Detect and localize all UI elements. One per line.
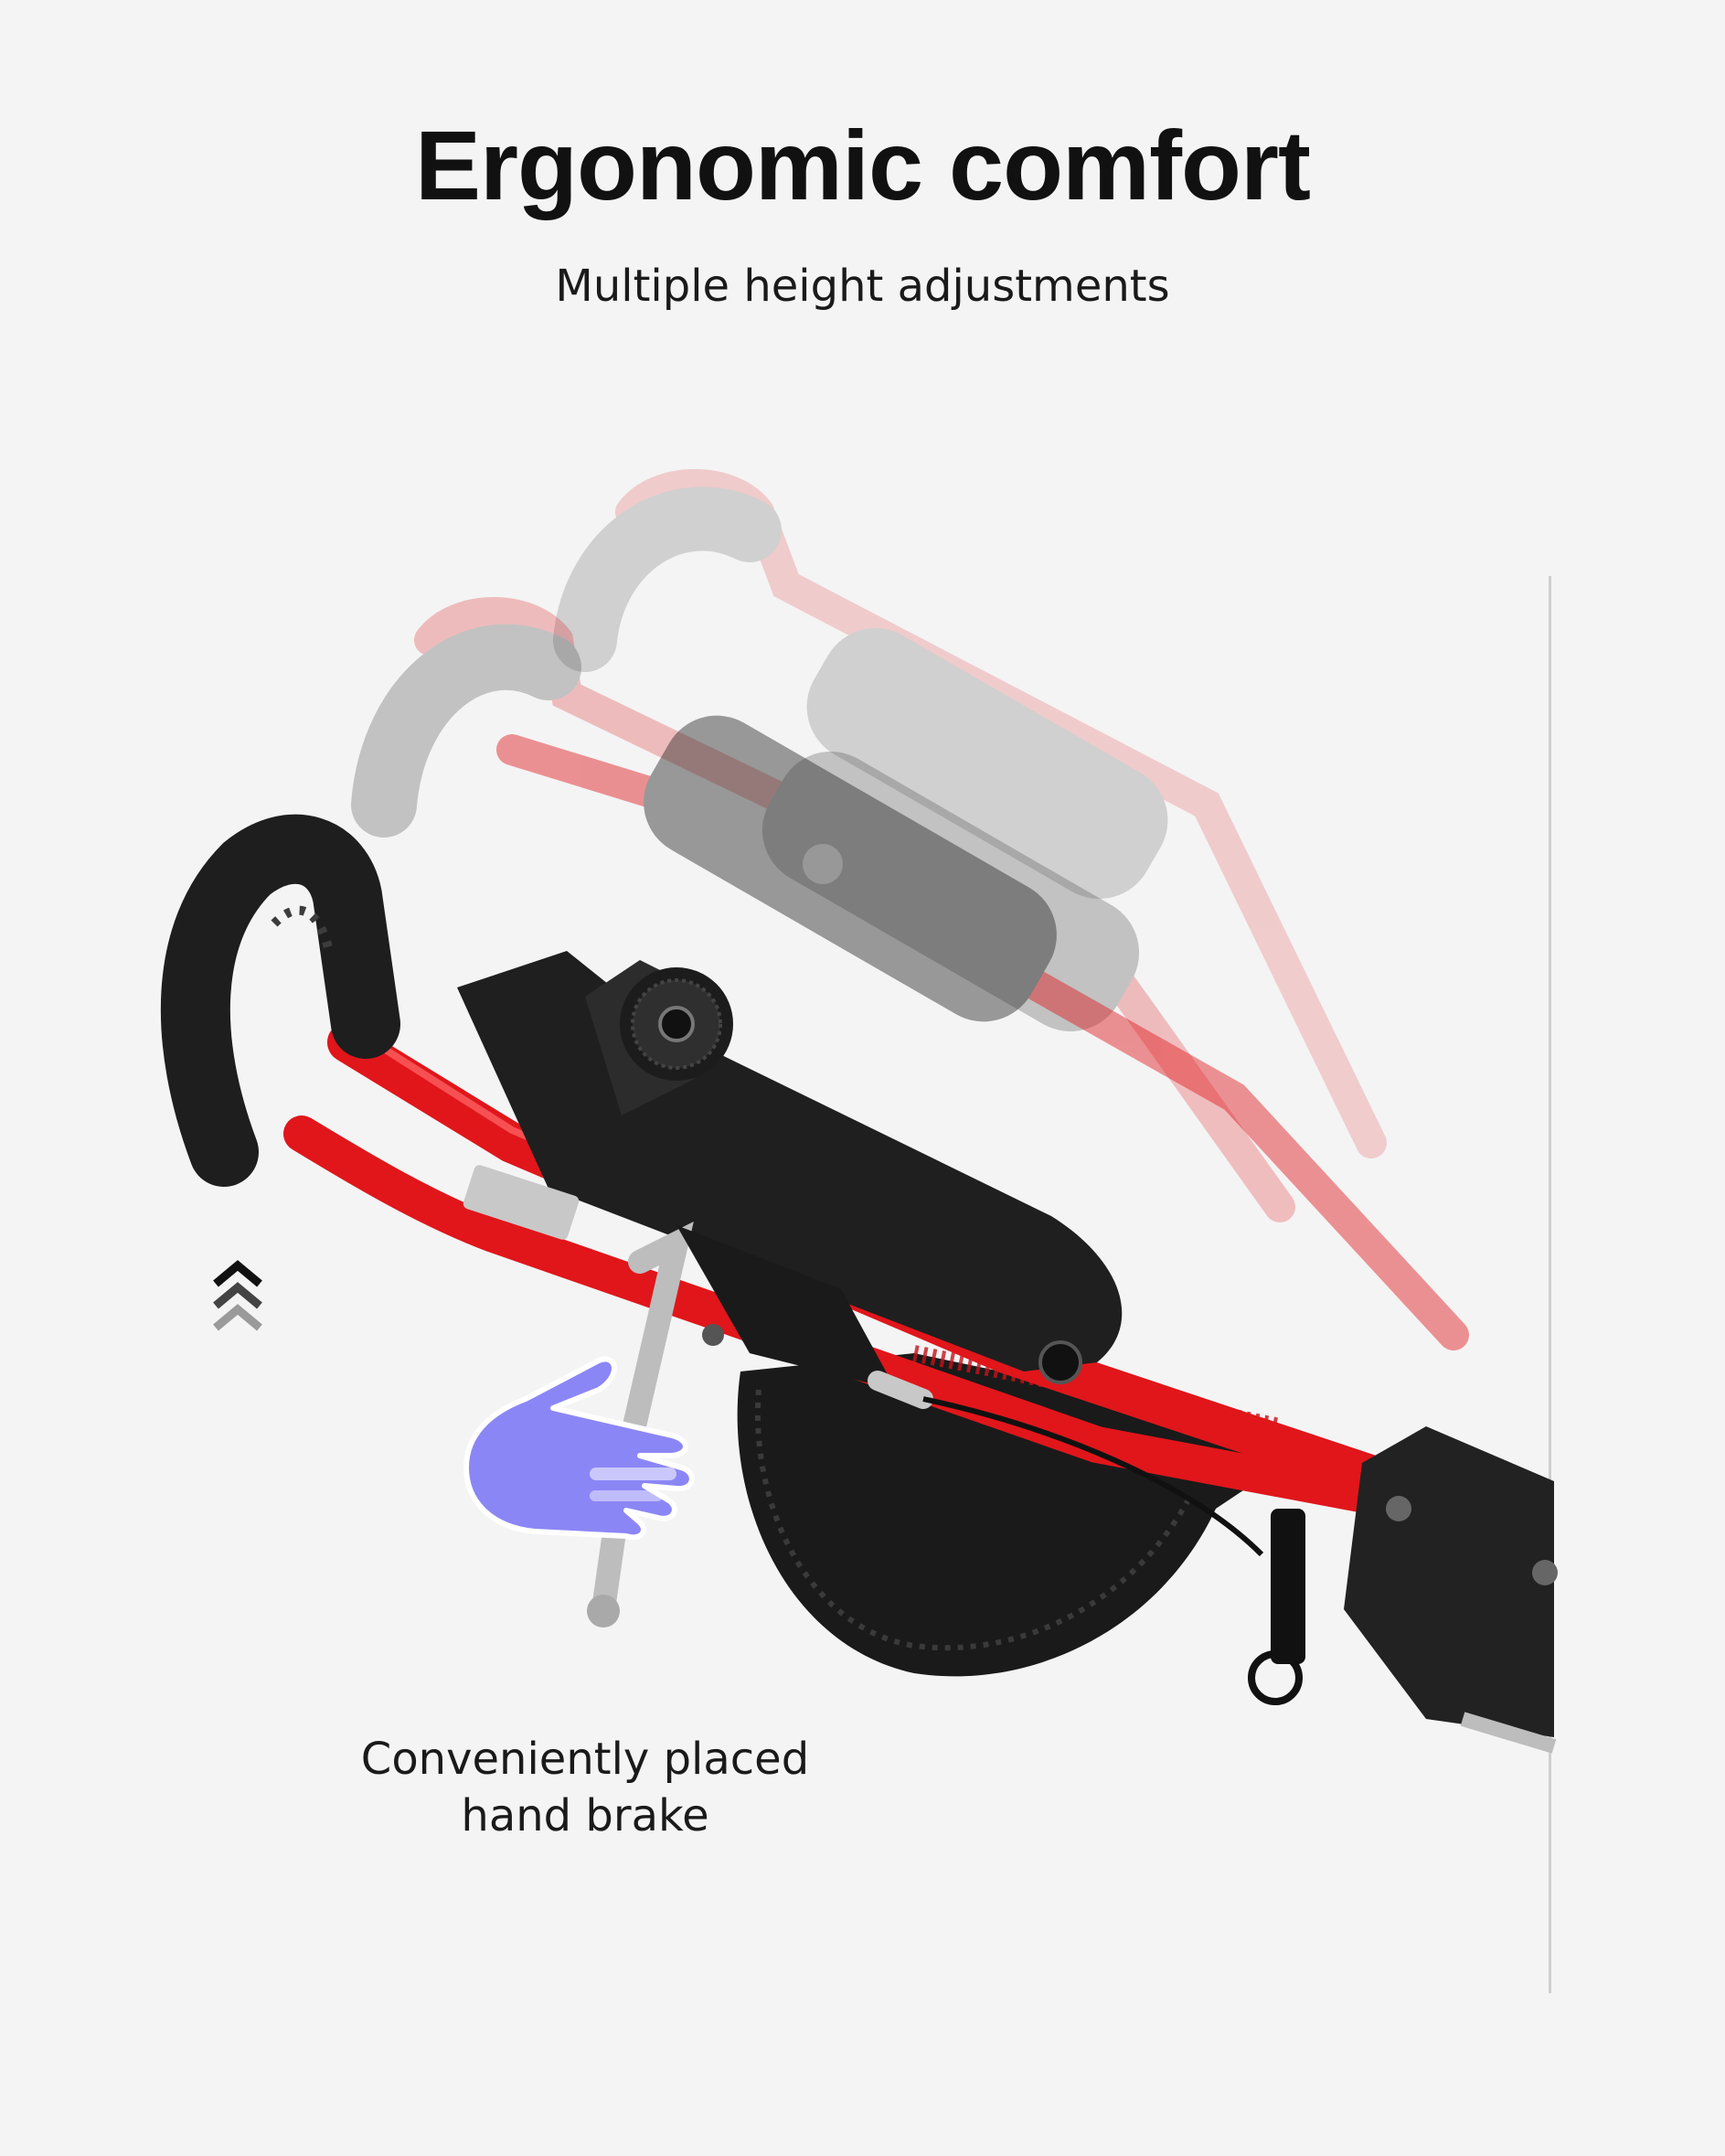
ghost-handle-mid [496,715,1469,1350]
handle-grip [160,814,400,1187]
hand-pointing-icon [463,1356,695,1541]
ghost-handle-high [553,469,1387,1158]
hand-brake-caption: Conveniently placed hand brake [311,1731,859,1844]
vertical-divider [1549,576,1551,1993]
height-adjustment-clamp [457,951,1123,1384]
caption-line-2: hand brake [461,1790,709,1841]
page-title: Ergonomic comfort [414,110,1311,220]
page-subtitle: Multiple height adjustments [555,261,1170,312]
ghost-handle-mid-high [351,597,1295,1222]
double-chevron-up-icon [213,1260,262,1331]
hand-brake-lever [463,1165,1264,1628]
frame-joint-right [1248,1426,1558,1754]
caption-line-1: Conveniently placed [360,1734,810,1785]
